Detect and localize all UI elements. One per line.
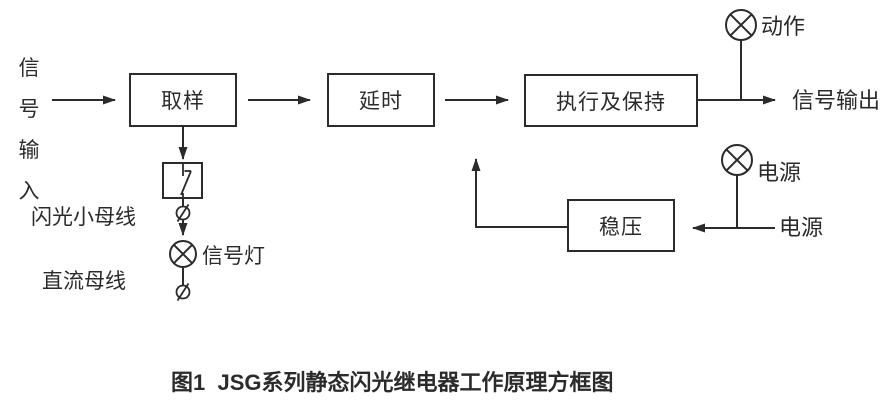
signal-lamp-label: 信号灯 bbox=[202, 245, 265, 268]
block-delay: 延时 bbox=[327, 73, 435, 127]
power-lamp-icon bbox=[721, 144, 753, 176]
signal-lamp-icon bbox=[169, 240, 197, 268]
block-execute-hold: 执行及保持 bbox=[524, 74, 698, 127]
figure-caption: 图1 JSG系列静态闪光继电器工作原理方框图 bbox=[171, 370, 614, 395]
block-voltage-regulator: 稳压 bbox=[567, 199, 675, 252]
signal-input-label: 信号输入 bbox=[18, 57, 40, 203]
dc-bus-label: 直流母线 bbox=[42, 270, 126, 293]
block-sampling: 取样 bbox=[129, 73, 237, 127]
power-lamp-label: 电源 bbox=[757, 160, 802, 185]
flash-bus-label: 闪光小母线 bbox=[31, 206, 136, 229]
power-source-label: 电源 bbox=[779, 215, 824, 240]
signal-output-label: 信号输出 bbox=[792, 88, 881, 113]
action-lamp-icon bbox=[725, 9, 757, 41]
action-lamp-label: 动作 bbox=[761, 14, 806, 39]
arrow-regulator-feedback bbox=[471, 158, 568, 228]
contact-switch-icon bbox=[162, 162, 203, 199]
flash-bus-terminal-icon bbox=[175, 204, 191, 222]
dc-bus-terminal-icon bbox=[175, 283, 191, 301]
